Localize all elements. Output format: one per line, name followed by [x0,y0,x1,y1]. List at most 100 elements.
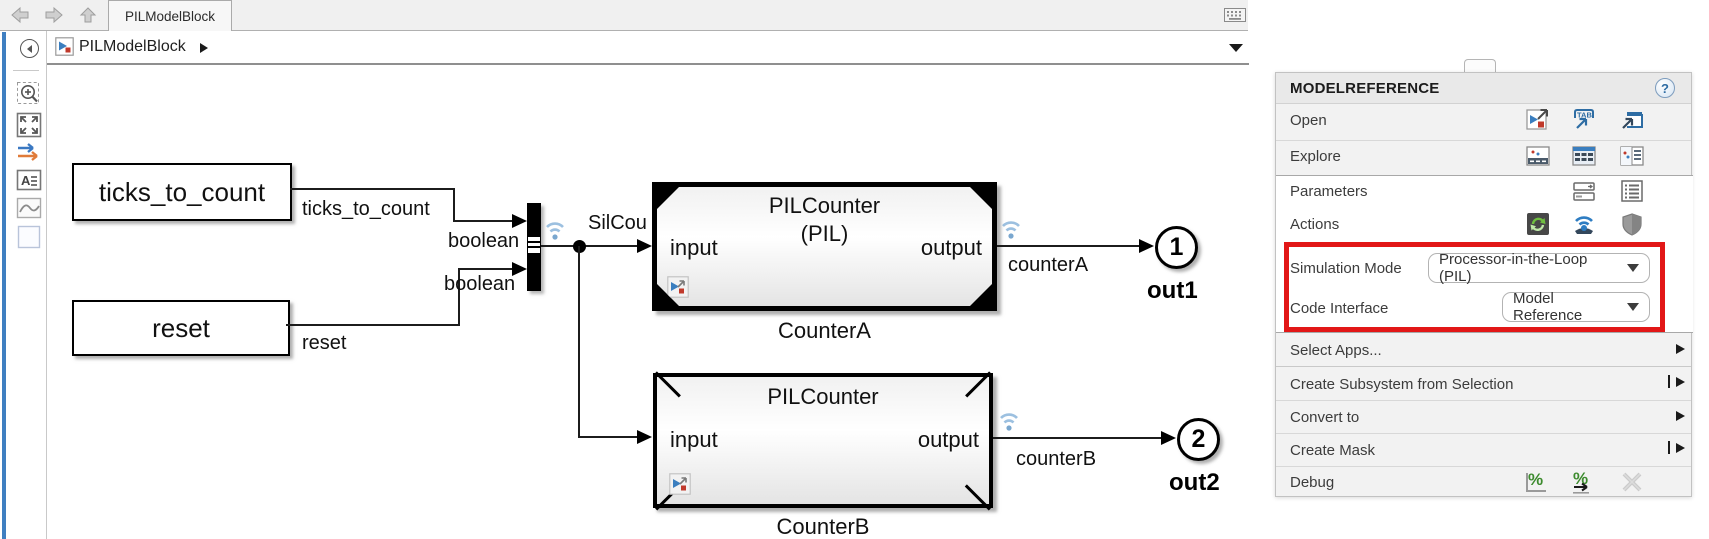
annotation-icon[interactable]: A [16,167,42,193]
navigation-toolbar: PILModelBlock [0,0,1248,31]
signal-label: SilCou [588,212,647,234]
breadcrumb-dropdown-icon[interactable] [1229,44,1243,52]
hide-browser-icon[interactable] [20,39,39,58]
inport-label: reset [152,312,210,343]
menu-item-create-subsystem[interactable]: Create Subsystem from Selection [1290,376,1514,393]
outport-block-2[interactable]: 2 [1177,418,1220,461]
block-name[interactable]: CounterB [776,514,870,539]
fit-to-view-icon[interactable] [16,112,42,138]
signal-logging-icon[interactable] [997,213,1025,243]
image-icon[interactable] [16,195,42,221]
block-subtitle: (PIL) [800,221,849,246]
submenu-arrow-icon [1676,443,1685,453]
area-icon[interactable] [16,224,42,250]
mux-block[interactable] [527,203,541,291]
block-parameters-icon[interactable] [1571,178,1597,204]
mux-window [528,237,540,253]
code-interface-dropdown[interactable]: Model Reference [1502,290,1650,324]
wire[interactable] [286,324,460,326]
open-in-new-tab-icon[interactable]: TAB [1571,106,1597,132]
update-diagram-icon[interactable] [16,139,42,165]
model-block-counter-b[interactable]: PILCounter input output [653,371,993,510]
outport-block-1[interactable]: 1 [1155,226,1198,269]
block-title: PILCounter [767,384,879,409]
menu-item-actions: Actions [1290,216,1340,233]
wire[interactable] [997,245,1141,247]
debug-step-icon[interactable]: % [1571,469,1597,495]
submenu-bar [1668,375,1670,388]
separator [1276,140,1691,141]
explore-model-icon[interactable] [1525,143,1551,169]
wire-arrowhead [1161,431,1176,445]
explore-hierarchy-icon[interactable] [1619,143,1645,169]
model-reference-badge-icon [669,473,691,495]
simulation-mode-label: Simulation Mode [1290,260,1402,277]
tab-pilmodelblock[interactable]: PILModelBlock [108,0,233,31]
menu-item-create-mask[interactable]: Create Mask [1290,442,1376,459]
menu-item-explore: Explore [1290,148,1341,165]
menu-item-select-apps[interactable]: Select Apps... [1290,342,1382,359]
open-in-new-window-icon[interactable] [1619,106,1645,132]
wire-arrowhead [512,262,527,276]
breadcrumb-expand-icon[interactable] [200,43,208,53]
inport-block-reset[interactable]: reset [72,300,290,356]
block-name[interactable]: CounterA [778,318,871,343]
wire[interactable] [290,188,455,190]
inport-block-ticks-to-count[interactable]: ticks_to_count [72,163,292,221]
back-icon[interactable] [10,6,30,24]
outport-number: 2 [1191,425,1206,453]
wire[interactable] [453,220,513,222]
wire[interactable] [458,268,460,326]
submenu-arrow-icon [1676,411,1685,421]
debug-breakpoint-icon[interactable]: % [1525,469,1551,495]
wire[interactable] [541,245,638,247]
signal-label: ticks_to_count [302,198,430,220]
forward-icon[interactable] [44,6,64,24]
signal-label: counterA [1008,254,1089,276]
refresh-action-icon[interactable] [1525,211,1551,237]
breadcrumb: PILModelBlock [46,31,1249,65]
outport-name: out1 [1147,277,1198,304]
zoom-region-icon[interactable] [16,81,42,107]
separator [1276,466,1691,467]
shield-action-icon[interactable] [1619,211,1645,237]
panel-notch [1464,59,1496,73]
panel-header: MODELREFERENCE [1276,73,1691,104]
block-title: PILCounter [768,193,881,218]
open-model-icon[interactable] [1525,106,1551,132]
explore-table-icon[interactable] [1571,143,1597,169]
debug-clear-icon-disabled [1622,472,1642,492]
signal-label: counterB [1016,448,1097,470]
svg-text:TAB: TAB [1577,111,1592,120]
wire[interactable] [578,436,638,438]
wire[interactable] [993,437,1163,439]
up-icon[interactable] [78,6,98,24]
separator [1276,366,1691,367]
menu-item-convert-to[interactable]: Convert to [1290,409,1360,426]
wire-arrowhead [637,239,652,253]
menu-item-open: Open [1290,112,1327,129]
breadcrumb-model-name[interactable]: PILModelBlock [79,38,186,55]
input-port-label: input [670,235,718,260]
signal-logging-icon[interactable] [995,405,1023,435]
separator [1276,433,1691,434]
signal-logging-icon[interactable] [541,214,569,244]
log-signals-action-icon[interactable] [1571,211,1597,237]
property-inspector-icon[interactable] [1619,178,1645,204]
svg-text:A: A [21,173,31,188]
corner-mark [965,483,991,510]
model-block-counter-a[interactable]: PILCounter (PIL) input output [652,182,997,311]
output-port-label: output [917,427,979,452]
wire-arrowhead [512,214,527,228]
palette-divider [13,70,39,71]
wire[interactable] [458,268,513,270]
wire[interactable] [578,246,580,438]
submenu-arrow-icon [1676,344,1685,354]
chevron-down-icon [1627,264,1639,272]
help-icon[interactable]: ? [1655,78,1675,98]
outport-name: out2 [1169,469,1220,496]
wire[interactable] [453,188,455,222]
keyboard-icon[interactable] [1224,8,1246,22]
simulation-mode-dropdown[interactable]: Processor-in-the-Loop (PIL) [1428,251,1650,285]
